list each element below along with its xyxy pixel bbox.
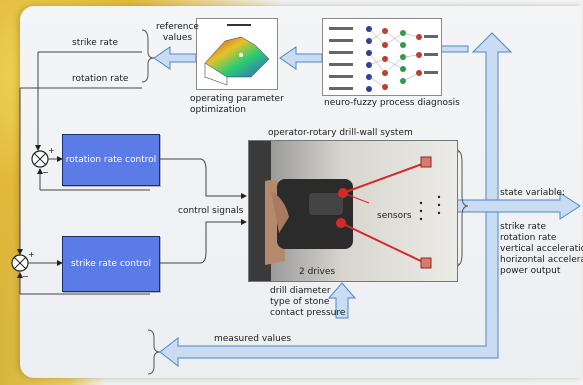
strike-rate-control-block: strike rate control [62, 236, 160, 292]
minus-sign-bottom: − [22, 272, 29, 281]
disturbance-list: drill diameter type of stone contact pre… [270, 286, 345, 319]
neuro-fuzzy-network-diagram [322, 18, 442, 96]
minus-sign-top: − [42, 168, 49, 177]
rotation-rate-control-block: rotation rate control [62, 134, 160, 186]
state-output-item: rotation rate [500, 233, 557, 243]
reference-brace [141, 29, 155, 83]
operating-parameter-label: operating parameter optimization [190, 94, 284, 115]
control-signals-label: control signals [178, 206, 244, 216]
sensors-label: sensors [377, 211, 412, 221]
plus-sign-top: + [48, 146, 55, 155]
two-drives-label: 2 drives [299, 267, 336, 277]
state-output-item: strike rate [500, 222, 546, 232]
state-output-list: strike rate rotation rate vertical accel… [500, 222, 583, 277]
disturbance-contact-pressure: contact pressure [270, 308, 346, 318]
diagnosis-input-arrow [439, 45, 469, 53]
drill-wall-system-photo: sensors 2 drives [248, 140, 458, 282]
reference-values-label: reference values [156, 22, 199, 43]
system-title: operator-rotary drill-wall system [268, 128, 413, 138]
state-output-item: power output [500, 266, 561, 276]
rotation-rate-reference-label: rotation rate [72, 74, 129, 84]
disturbance-up-arrow [327, 282, 357, 319]
strike-rate-reference-label: strike rate [72, 38, 118, 48]
operating-parameter-optimization-plot [196, 18, 278, 90]
output-brace [455, 149, 469, 267]
feedback-right-vertical-arrow [471, 32, 513, 209]
disturbance-drill-diameter: drill diameter [270, 286, 331, 296]
diagnosis-to-optimization-arrow [279, 46, 323, 70]
state-output-arrow [454, 192, 581, 220]
optimization-to-reference-arrow [153, 46, 197, 70]
disturbance-type-of-stone: type of stone [270, 297, 330, 307]
state-output-item: horizontal acceleration [500, 255, 583, 265]
measured-values-label: measured values [214, 334, 292, 344]
measured-values-brace [147, 329, 161, 375]
feedback-bottom-arrow [159, 207, 499, 368]
plus-sign-bottom: + [28, 250, 35, 259]
neuro-fuzzy-label: neuro-fuzzy process diagnosis [324, 98, 460, 108]
state-variable-label: state variable: [500, 188, 565, 198]
state-output-item: vertical acceleration [500, 244, 583, 254]
